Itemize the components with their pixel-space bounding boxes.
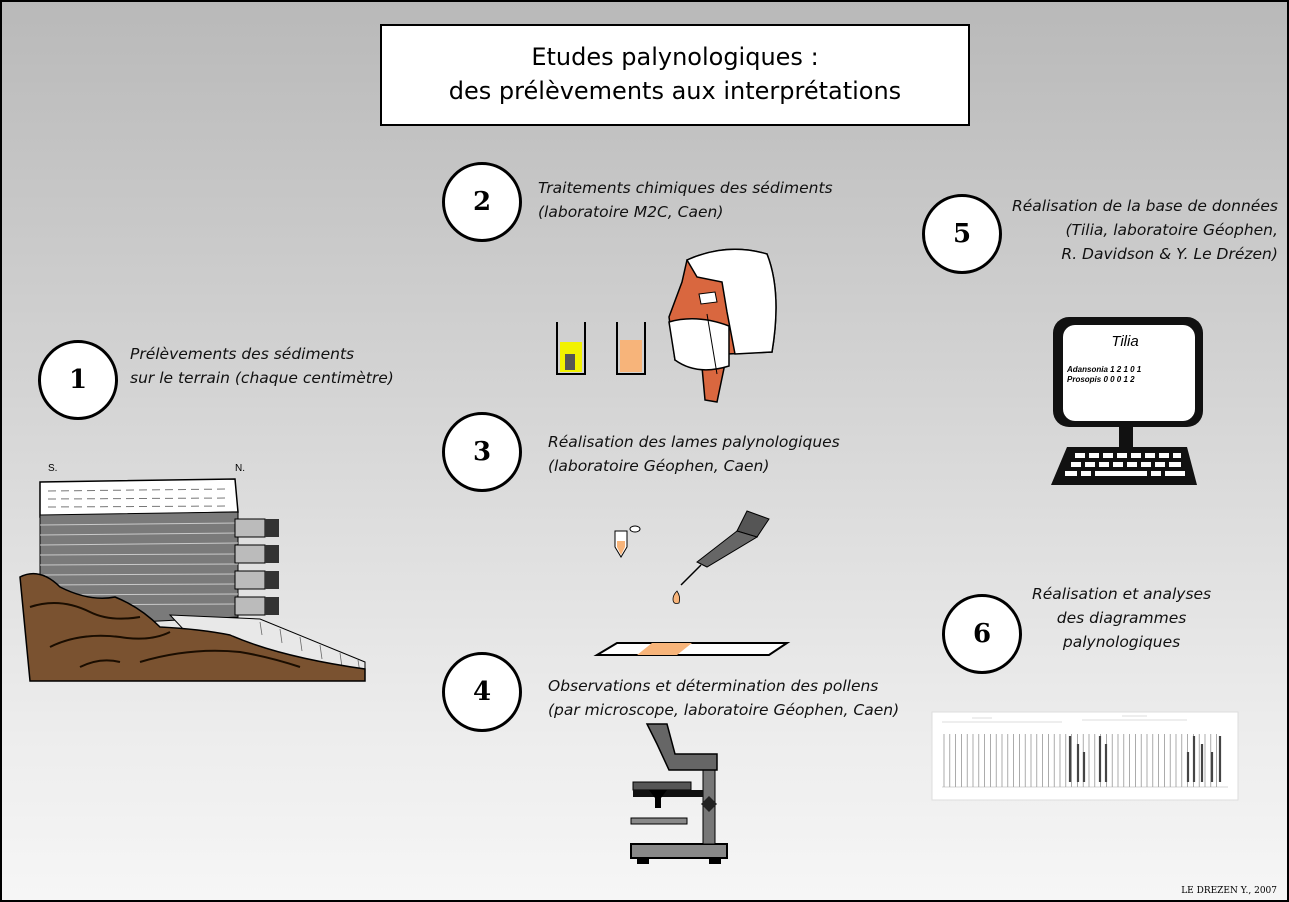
- step-5-text: Réalisation de la base de données (Tilia…: [1012, 194, 1278, 266]
- step-5-line-3: R. Davidson & Y. Le Drézen): [1061, 245, 1278, 263]
- computer-row-2: Prosopis 0 0 0 1 2: [1067, 375, 1135, 384]
- step-1-line-2: sur le terrain (chaque centimètre): [130, 369, 394, 387]
- computer-illustration: Tilia Adansonia 1 2 1 0 1 Prosopis 0 0 0…: [1051, 317, 1203, 485]
- diagram-bars: [1068, 736, 1222, 782]
- step-1-circle: 1: [38, 340, 118, 420]
- credit-text: LE DREZEN Y., 2007: [1181, 886, 1277, 896]
- step-2-circle: 2: [442, 162, 522, 242]
- step-3-circle: 3: [442, 412, 522, 492]
- step-1-line-1: Prélèvements des sédiments: [130, 345, 355, 363]
- chemical-treatment-illustration: [556, 248, 777, 403]
- diagram-columns: [943, 734, 1217, 787]
- microscope-illustration: [630, 723, 728, 864]
- computer-row-1: Adansonia 1 2 1 0 1: [1066, 365, 1142, 374]
- beaker-right: [616, 322, 646, 375]
- step-1-text: Prélèvements des sédiments sur le terrai…: [130, 342, 394, 390]
- step-3-line-1: Réalisation des lames palynologiques: [548, 433, 840, 451]
- step-2-text: Traitements chimiques des sédiments (lab…: [538, 176, 833, 224]
- vial-icon: [614, 525, 641, 558]
- sample-boxes: [234, 518, 279, 616]
- step-4-circle: 4: [442, 652, 522, 732]
- step-4-text: Observations et détermination des pollen…: [548, 674, 899, 722]
- strata-lines: [39, 522, 239, 606]
- step-6-text: Réalisation et analyses des diagrammes p…: [1032, 582, 1211, 654]
- face-with-mask: [668, 248, 777, 403]
- bedrock-cracks: [29, 602, 301, 668]
- step-4-line-2: (par microscope, laboratoire Géophen, Ca…: [548, 701, 900, 719]
- step-3-line-2: (laboratoire Géophen, Caen): [548, 457, 770, 475]
- step-2-line-1: Traitements chimiques des sédiments: [538, 179, 833, 197]
- glass-slide: [593, 642, 791, 656]
- step-6-circle: 6: [942, 594, 1022, 674]
- step-6-line-1: Réalisation et analyses: [1032, 585, 1212, 603]
- title-box: Etudes palynologiques : des prélèvements…: [380, 24, 970, 126]
- slide-preparation-illustration: [593, 510, 791, 656]
- step-5-circle: 5: [922, 194, 1002, 274]
- keyboard-keys: [1065, 453, 1185, 476]
- top-layer-dashes: [47, 488, 231, 508]
- computer-app-name: Tilia: [1111, 333, 1138, 350]
- beaker-left: [556, 322, 586, 375]
- bedrock: [19, 572, 366, 682]
- monitor-screen: [1063, 325, 1195, 421]
- step-6-line-2: des diagrammes: [1056, 609, 1187, 627]
- sediment-section-illustration: S. N.: [19, 463, 366, 682]
- step-2-line-2: (laboratoire M2C, Caen): [538, 203, 724, 221]
- step-3-text: Réalisation des lames palynologiques (la…: [548, 430, 840, 478]
- pipette-icon: [672, 510, 770, 604]
- step-6-line-3: palynologiques: [1062, 633, 1181, 651]
- pollen-diagram-thumbnail: [931, 711, 1239, 801]
- diagram-headers: [942, 715, 1187, 723]
- section-label-south: S.: [48, 463, 57, 474]
- step-4-line-1: Observations et détermination des pollen…: [548, 677, 879, 695]
- step-5-line-2: (Tilia, laboratoire Géophen,: [1065, 221, 1278, 239]
- section-label-north: N.: [235, 463, 245, 474]
- title-line-2: des prélèvements aux interprétations: [448, 77, 902, 105]
- step-5-line-1: Réalisation de la base de données: [1012, 197, 1278, 215]
- title-line-1: Etudes palynologiques :: [531, 43, 819, 71]
